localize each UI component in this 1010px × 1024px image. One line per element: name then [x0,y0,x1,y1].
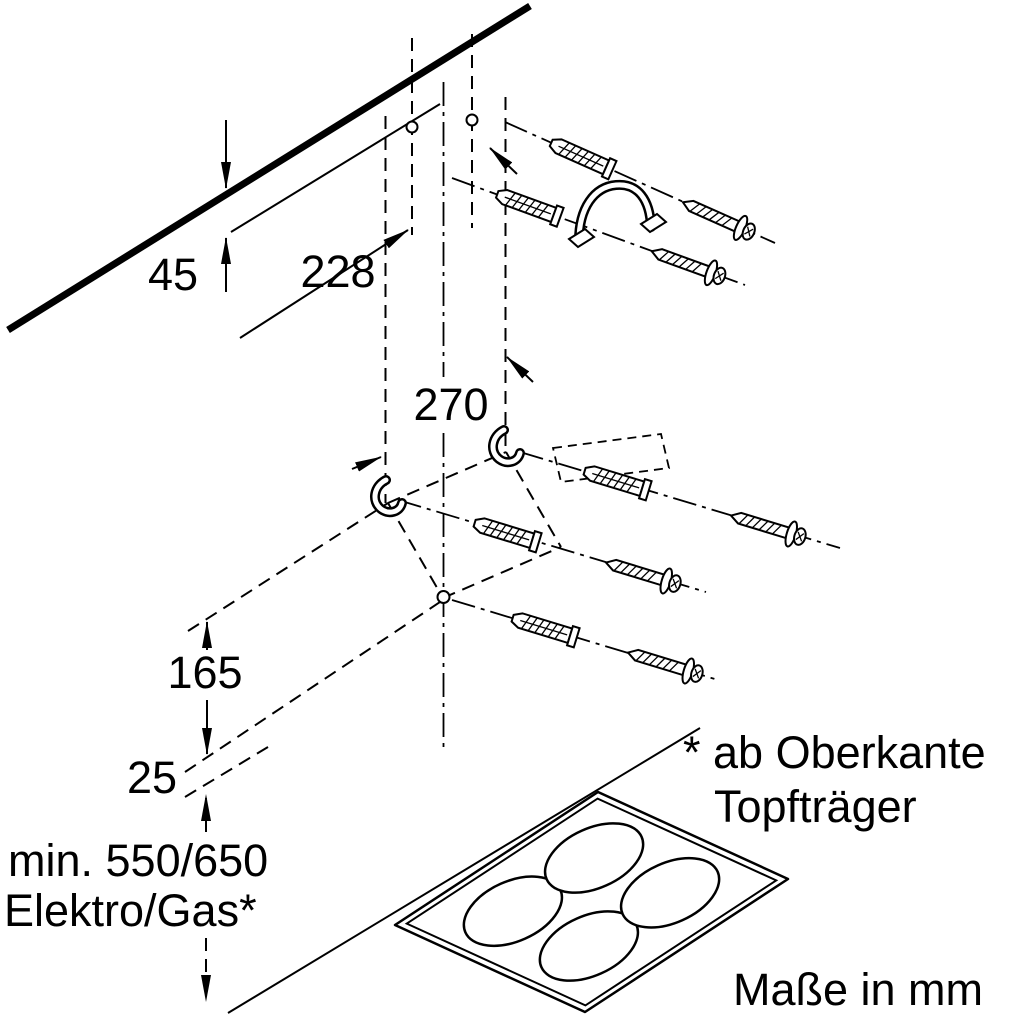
min-height-qualifier-label: Elektro/Gas* [4,885,257,936]
drill-hole [405,120,419,134]
dimension-min-height: min. 550/650 Elektro/Gas* [4,794,268,1002]
insert-direction-arrow [489,147,518,175]
drill-hole [465,113,479,127]
upper-fastener-row-2 [451,177,746,291]
dim-228-label: 228 [300,246,375,297]
mounting-bracket-icon [567,179,668,249]
middle-fastener-row-2 [397,499,707,599]
drill-hole [436,590,451,604]
units-label: Maße in mm [733,964,983,1015]
burner [543,822,645,894]
dim-25-label: 25 [127,752,177,803]
middle-fastener-row-1 [519,433,841,552]
hood-top-line [230,103,441,233]
bracket-position-outline [551,433,671,483]
wall-anchor-icon [470,512,543,554]
screw-icon [646,238,731,291]
dimension-45: 45 [148,120,231,300]
dimension-165: 165 [167,621,243,755]
countertop-line [227,727,701,1014]
footnote-line1: * ab Oberkante [683,727,986,778]
dimension-270: 270 [351,379,489,472]
screw-icon [676,189,761,247]
screw-icon [601,549,685,599]
insert-direction-arrow [506,356,534,383]
canopy-outline [387,451,562,599]
dimension-228: 228 [239,229,409,339]
screw-icon [726,502,810,552]
dim-165-label: 165 [167,647,242,698]
cooktop-outer-edge [393,790,790,1014]
burner [619,856,721,929]
middle-fastener-row-3 [451,599,719,689]
upper-fastener-row-1 [504,121,776,247]
cooktop-inner-edge [404,797,779,1007]
projection-lines [184,502,444,798]
wall-anchor-icon [508,607,581,649]
duct-outline [384,34,507,503]
wall-anchor-icon [580,460,653,502]
ceiling-line [6,3,532,333]
dim-270-label: 270 [413,379,488,430]
dim-45-label: 45 [148,249,198,300]
footnote-line2: Topfträger [714,781,917,832]
screw-icon [623,639,707,689]
min-height-label: min. 550/650 [8,835,268,886]
wall-anchor-icon [546,132,618,181]
cooktop [393,790,790,1014]
wall-anchor-icon [492,183,565,228]
hanging-hook-icon [375,480,402,512]
